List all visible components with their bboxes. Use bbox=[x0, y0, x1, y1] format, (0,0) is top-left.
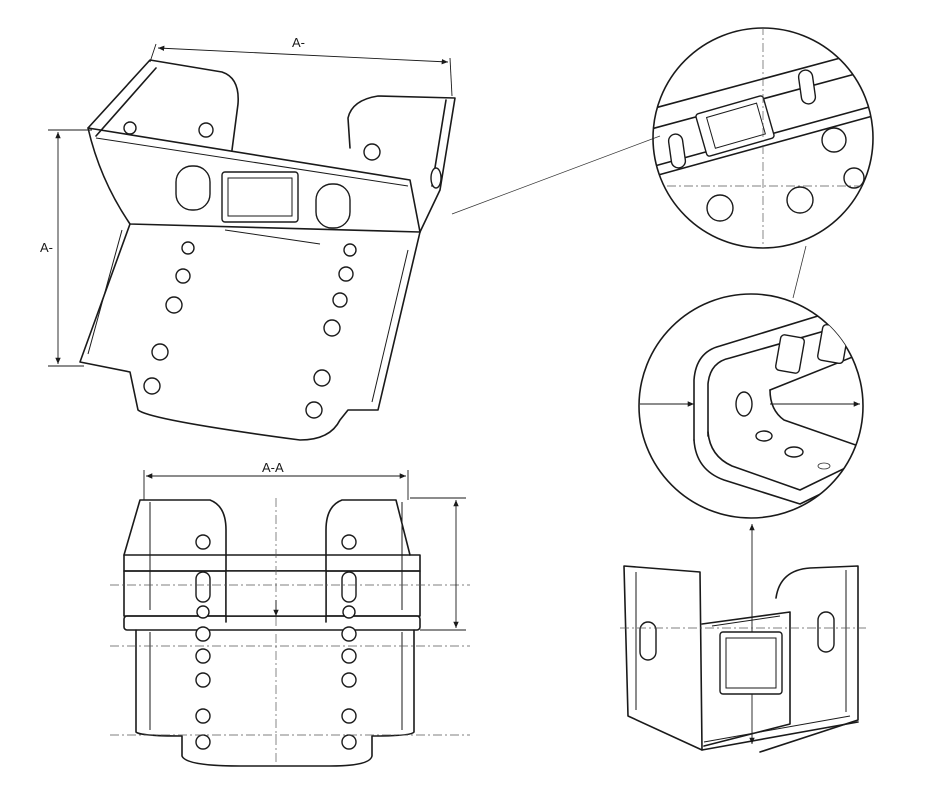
detail-view-corner bbox=[638, 293, 864, 519]
front-base-plate bbox=[135, 629, 415, 767]
iso-front-wall bbox=[87, 127, 421, 233]
detail-view-top bbox=[652, 27, 874, 249]
iso-base-plate bbox=[79, 223, 421, 441]
front-section-view: A-A bbox=[110, 460, 470, 770]
iso-height-dim-label: A- bbox=[40, 240, 53, 255]
iso-window-slot bbox=[221, 171, 299, 223]
iso-right-wall bbox=[347, 95, 456, 233]
front-section-dim-label: A-A bbox=[262, 460, 284, 475]
u-bracket-view bbox=[620, 565, 866, 753]
isometric-bracket-view: A- A- bbox=[40, 35, 661, 441]
iso-left-wall bbox=[87, 59, 239, 151]
iso-width-dim-label: A- bbox=[292, 35, 305, 50]
